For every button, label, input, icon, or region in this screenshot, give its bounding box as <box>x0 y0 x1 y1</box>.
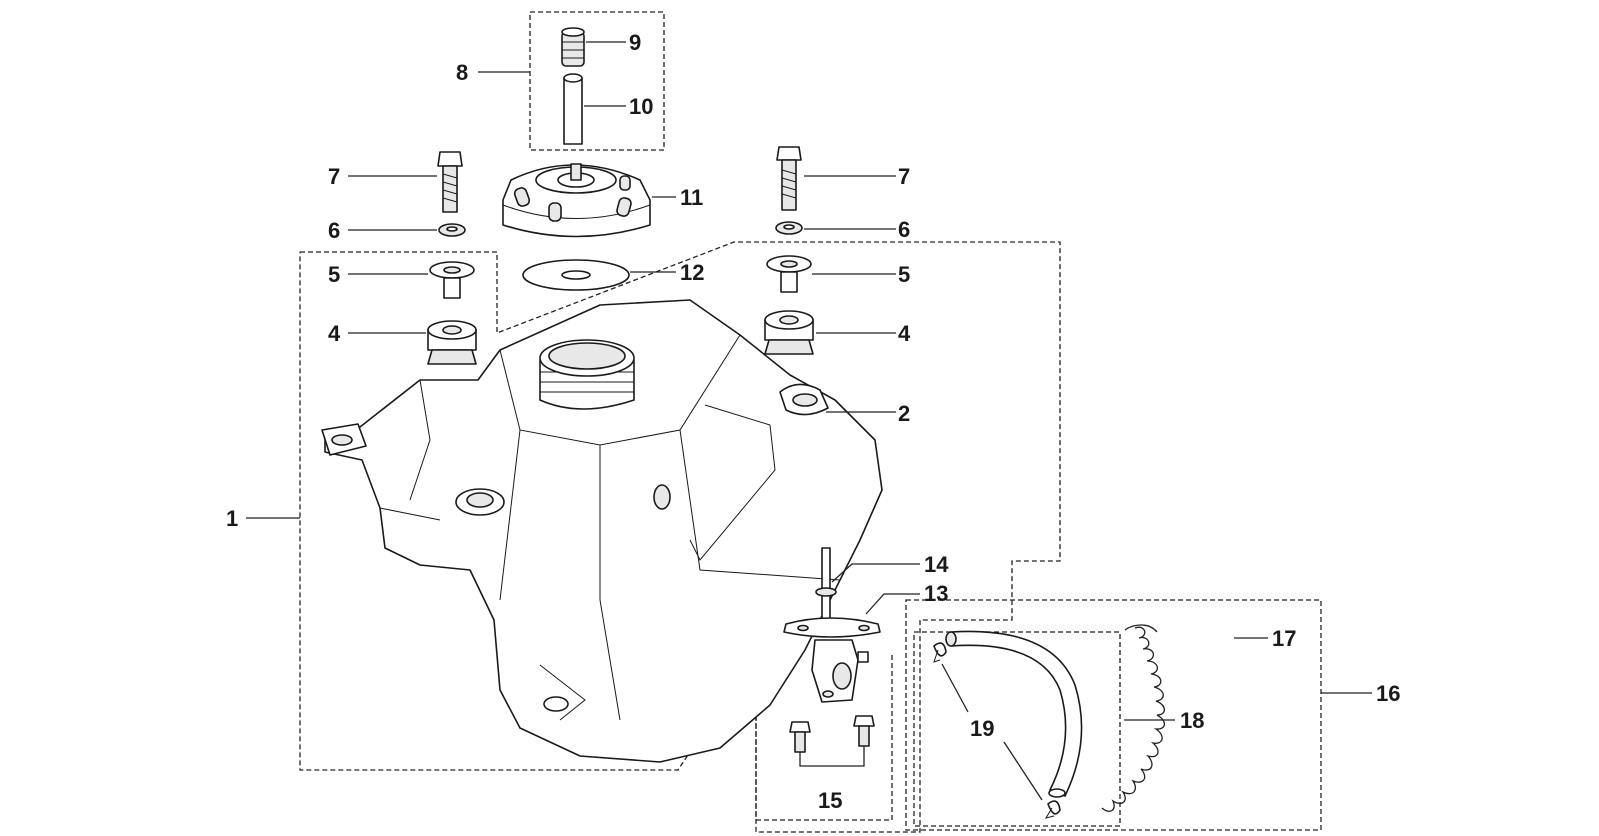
group-box-8 <box>529 11 665 151</box>
callout-5-right: 5 <box>898 262 910 287</box>
spring-guard-part-17 <box>1101 624 1166 812</box>
hose-clip-bottom-part-19 <box>1044 800 1061 819</box>
callout-9: 9 <box>629 30 641 55</box>
fuel-cap-part-11 <box>502 163 651 238</box>
callout-5-left: 5 <box>328 262 340 287</box>
callout-14: 14 <box>924 552 949 577</box>
group-box-16 <box>905 599 1322 831</box>
callout-17: 17 <box>1272 626 1296 651</box>
callout-6-right: 6 <box>898 217 910 242</box>
grommet-left-part-4 <box>427 320 477 365</box>
callout-7-left: 7 <box>328 164 340 189</box>
callout-4-right: 4 <box>898 321 911 346</box>
bolt-right-part-7 <box>776 146 802 211</box>
breather-tube-part-10 <box>563 73 583 145</box>
screw-right-part-15 <box>853 715 875 747</box>
callout-11: 11 <box>680 185 703 210</box>
washer-right-part-6 <box>775 221 803 235</box>
callout-15: 15 <box>818 788 842 813</box>
washer-left-part-6 <box>438 223 466 237</box>
callout-2: 2 <box>898 401 910 426</box>
callout-7-right: 7 <box>898 164 910 189</box>
screw-left-part-15 <box>789 721 811 753</box>
group-box-15 <box>755 652 893 821</box>
cap-gasket-part-12 <box>522 259 630 291</box>
collar-right-part-5 <box>766 255 812 293</box>
callout-13: 13 <box>924 581 948 606</box>
collar-left-part-5 <box>429 261 475 299</box>
grommet-right-part-4 <box>764 310 814 355</box>
bolt-left-part-7 <box>437 151 463 213</box>
callout-19: 19 <box>970 716 994 741</box>
callout-10: 10 <box>629 94 653 119</box>
vent-cap-part-9 <box>561 27 585 67</box>
fuel-valve-part-13 <box>783 617 881 703</box>
callout-16: 16 <box>1376 681 1400 706</box>
callout-12: 12 <box>680 260 704 285</box>
fuel-hose-part-18 <box>945 630 1083 798</box>
leader-lines <box>246 41 1372 801</box>
callout-4-left: 4 <box>328 321 341 346</box>
callout-6-left: 6 <box>328 218 340 243</box>
callout-18: 18 <box>1180 708 1204 733</box>
hose-clip-top-part-19 <box>933 642 947 663</box>
group-box-18 <box>913 631 1121 827</box>
fuel-tank-part-2 <box>321 299 883 763</box>
callout-1: 1 <box>226 506 238 531</box>
callout-8: 8 <box>456 60 468 85</box>
